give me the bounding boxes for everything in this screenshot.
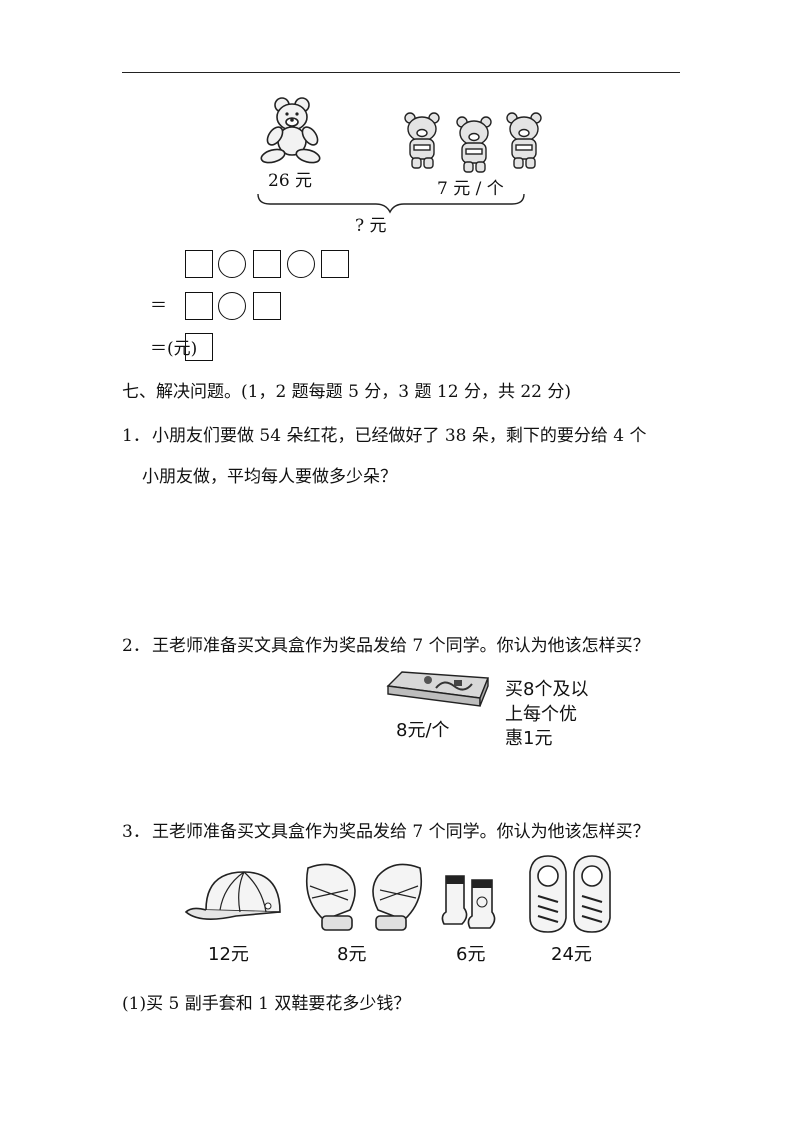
operator-circle[interactable] [218,250,246,278]
answer-box[interactable] [185,250,213,278]
pencil-box-price: 8元/个 [396,720,450,741]
offer-line-1: 买8个及以 [505,679,589,700]
pencil-box-icon [384,668,492,710]
q2-number: 2． [122,636,150,656]
answer-box[interactable] [321,250,349,278]
q1-number: 1． [122,426,150,446]
socks-price: 6元 [456,944,486,965]
equals-sign: ＝ [150,296,167,316]
header-rule [122,72,680,73]
q3-number: 3． [122,822,150,842]
operator-circle[interactable] [218,292,246,320]
offer-line-2: 上每个优 [505,704,577,725]
sneakers-icon [524,854,616,934]
total-brace [256,192,526,214]
total-price-label: ? 元 [355,216,387,236]
offer-line-3: 惠1元 [505,728,553,749]
result-unit: (元) [167,339,198,359]
section-heading: 七、解决问题。(1，2 题每题 5 分，3 题 12 分，共 22 分) [122,382,572,402]
answer-box[interactable] [253,292,281,320]
q3-subquestion-1: (1)买 5 副手套和 1 双鞋要花多少钱？ [122,994,411,1014]
q3-text: 王老师准备买文具盒作为奖品发给 7 个同学。你认为他该怎样买？ [152,822,650,842]
shoes-price: 24元 [551,944,592,965]
answer-box[interactable] [185,333,213,361]
equals-sign: ＝ [150,339,167,359]
q1-text-line1: 小朋友们要做 54 朵红花，已经做好了 38 朵，剩下的要分给 4 个 [152,426,647,446]
bear-group-price: 7 元 / 个 [437,179,504,199]
q1-text-line2: 小朋友做，平均每人要做多少朵？ [142,467,397,487]
gloves-price: 8元 [337,944,367,965]
single-bear-price: 26 元 [268,171,313,191]
big-teddy-bear-icon [258,96,322,164]
cap-icon [184,866,284,930]
operator-circle[interactable] [287,250,315,278]
answer-box[interactable] [253,250,281,278]
mittens-icon [298,860,430,934]
q2-text: 王老师准备买文具盒作为奖品发给 7 个同学。你认为他该怎样买？ [152,636,650,656]
socks-icon [440,872,502,930]
answer-box[interactable] [185,292,213,320]
hat-price: 12元 [208,944,249,965]
small-bears-group [402,110,552,173]
